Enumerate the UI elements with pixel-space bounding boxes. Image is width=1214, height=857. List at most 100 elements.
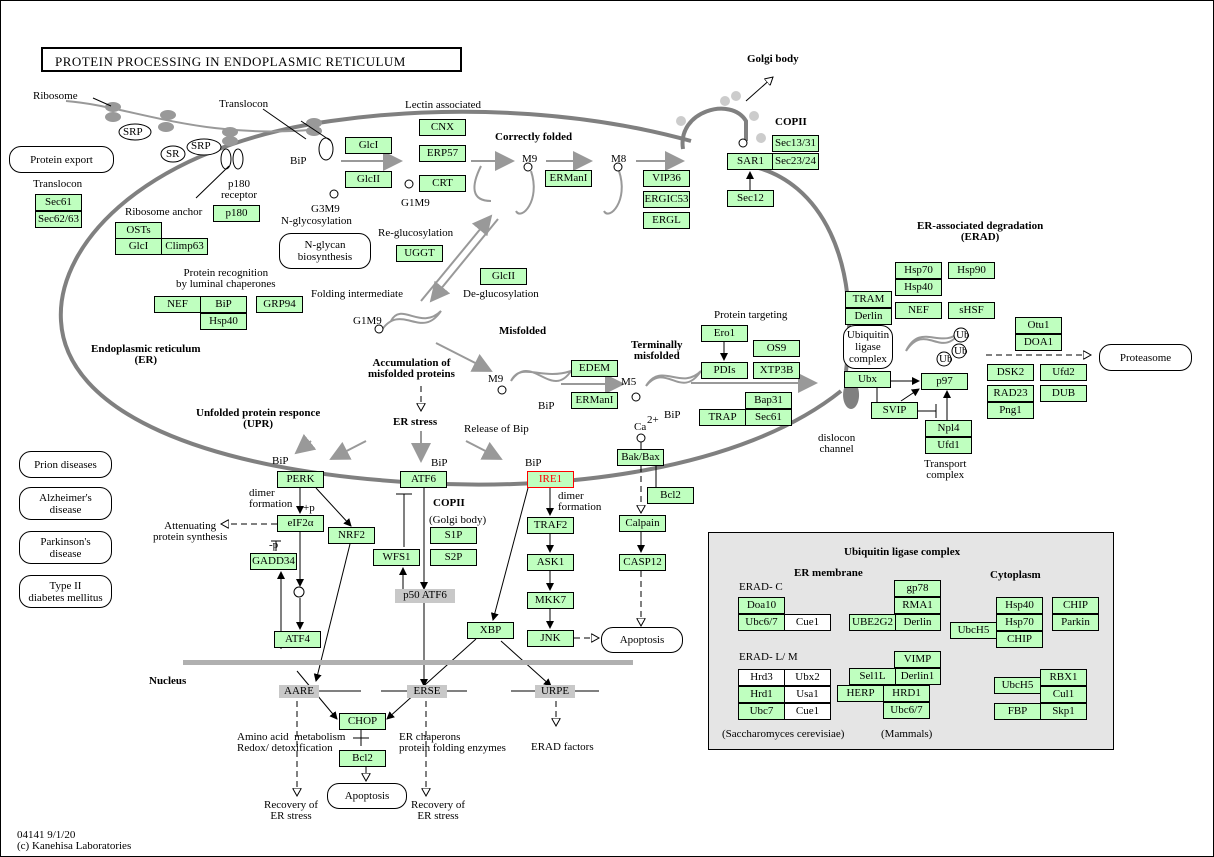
- gene-ubch5-b[interactable]: UbcH5: [994, 677, 1041, 694]
- gene-glcII-b[interactable]: GlcII: [480, 268, 527, 285]
- gene-casp12[interactable]: CASP12: [619, 554, 666, 571]
- gene-rbx1[interactable]: RBX1: [1040, 669, 1087, 686]
- gene-cnx[interactable]: CNX: [419, 119, 466, 136]
- map-ubiquitin-ligase[interactable]: Ubiquitin ligase complex: [843, 325, 893, 369]
- gene-fbp[interactable]: FBP: [994, 703, 1041, 720]
- gene-nrf2[interactable]: NRF2: [328, 527, 375, 544]
- gene-ergic53[interactable]: ERGIC53: [643, 191, 690, 208]
- gene-gp78[interactable]: gp78: [894, 580, 941, 597]
- node-erse[interactable]: ERSE: [407, 685, 447, 698]
- gene-wfs1[interactable]: WFS1: [373, 549, 420, 566]
- gene-parkin[interactable]: Parkin: [1052, 614, 1099, 631]
- gene-hrd3[interactable]: Hrd3: [738, 669, 785, 686]
- gene-doa1[interactable]: DOA1: [1015, 334, 1062, 351]
- gene-hsp40-b[interactable]: Hsp40: [895, 279, 942, 296]
- gene-bip[interactable]: BiP: [200, 296, 247, 313]
- gene-ubc67-b[interactable]: Ubc6/7: [883, 702, 930, 719]
- map-apoptosis-a[interactable]: Apoptosis: [601, 627, 683, 653]
- gene-calpain[interactable]: Calpain: [619, 515, 666, 532]
- gene-atf6[interactable]: ATF6: [400, 471, 447, 488]
- gene-sec61-b[interactable]: Sec61: [745, 409, 792, 426]
- gene-atf4[interactable]: ATF4: [274, 631, 321, 648]
- gene-mkk7[interactable]: MKK7: [527, 592, 574, 609]
- gene-sec61[interactable]: Sec61: [35, 194, 82, 211]
- gene-rma1[interactable]: RMA1: [894, 597, 941, 614]
- gene-shsf[interactable]: sHSF: [948, 302, 995, 319]
- gene-ergl[interactable]: ERGL: [643, 212, 690, 229]
- gene-ubch5-a[interactable]: UbcH5: [950, 622, 997, 639]
- gene-ufd2[interactable]: Ufd2: [1040, 364, 1087, 381]
- gene-uggt[interactable]: UGGT: [396, 245, 443, 262]
- gene-glcII-a[interactable]: GlcII: [345, 171, 392, 188]
- gene-chip-b[interactable]: CHIP: [1052, 597, 1099, 614]
- map-protein-export[interactable]: Protein export: [9, 146, 114, 173]
- gene-ube2g2[interactable]: UBE2G2: [849, 614, 896, 631]
- gene-usa1[interactable]: Usa1: [784, 686, 831, 703]
- gene-bakbax[interactable]: Bak/Bax: [617, 449, 664, 466]
- gene-rad23[interactable]: RAD23: [987, 385, 1034, 402]
- gene-ire1[interactable]: IRE1: [527, 471, 574, 488]
- gene-ubx[interactable]: Ubx: [844, 371, 891, 388]
- gene-p97[interactable]: p97: [921, 373, 968, 390]
- gene-derlin-a[interactable]: Derlin: [845, 308, 892, 325]
- gene-climp63[interactable]: Climp63: [161, 238, 208, 255]
- gene-bcl2-a[interactable]: Bcl2: [647, 487, 694, 504]
- gene-otu1[interactable]: Otu1: [1015, 317, 1062, 334]
- gene-sec23-24[interactable]: Sec23/24: [772, 153, 819, 170]
- gene-sel1l[interactable]: Sel1L: [849, 668, 896, 685]
- gene-gadd34[interactable]: GADD34: [250, 553, 297, 570]
- map-apoptosis-b[interactable]: Apoptosis: [327, 783, 407, 809]
- gene-hsp70-a[interactable]: Hsp70: [895, 262, 942, 279]
- gene-ermanI-a[interactable]: ERManI: [545, 170, 592, 187]
- gene-ubx2[interactable]: Ubx2: [784, 669, 831, 686]
- gene-cul1[interactable]: Cul1: [1040, 686, 1087, 703]
- gene-skp1[interactable]: Skp1: [1040, 703, 1087, 720]
- gene-crt[interactable]: CRT: [419, 175, 466, 192]
- gene-sec62-63[interactable]: Sec62/63: [35, 211, 82, 228]
- gene-nef-b[interactable]: NEF: [895, 302, 942, 319]
- gene-perk[interactable]: PERK: [277, 471, 324, 488]
- gene-sec12[interactable]: Sec12: [727, 190, 774, 207]
- gene-cue1-a[interactable]: Cue1: [784, 614, 831, 631]
- gene-ubc7[interactable]: Ubc7: [738, 703, 785, 720]
- gene-cue1-b[interactable]: Cue1: [784, 703, 831, 720]
- gene-hsp90[interactable]: Hsp90: [948, 262, 995, 279]
- node-aare[interactable]: AARE: [279, 685, 319, 698]
- gene-vip36[interactable]: VIP36: [643, 170, 690, 187]
- gene-tram[interactable]: TRAM: [845, 291, 892, 308]
- gene-p180[interactable]: p180: [213, 205, 260, 222]
- gene-derlin1[interactable]: Derlin1: [894, 668, 941, 685]
- gene-eif2a[interactable]: eIF2α: [277, 515, 324, 532]
- gene-svip[interactable]: SVIP: [871, 402, 918, 419]
- gene-glcI-a[interactable]: GlcI: [115, 238, 162, 255]
- gene-vimp[interactable]: VIMP: [894, 651, 941, 668]
- map-prion[interactable]: Prion diseases: [19, 451, 112, 478]
- gene-os9[interactable]: OS9: [753, 340, 800, 357]
- gene-hsp40-c[interactable]: Hsp40: [996, 597, 1043, 614]
- gene-s2p[interactable]: S2P: [430, 549, 477, 566]
- gene-xtp3b[interactable]: XTP3B: [753, 362, 800, 379]
- map-parkinson[interactable]: Parkinson's disease: [19, 531, 112, 564]
- gene-npl4[interactable]: Npl4: [925, 420, 972, 437]
- map-proteasome[interactable]: Proteasome: [1099, 344, 1192, 371]
- gene-dsk2[interactable]: DSK2: [987, 364, 1034, 381]
- gene-trap[interactable]: TRAP: [699, 409, 746, 426]
- gene-ubc67-a[interactable]: Ubc6/7: [738, 614, 785, 631]
- gene-chop[interactable]: CHOP: [339, 713, 386, 730]
- gene-sec13-31[interactable]: Sec13/31: [772, 135, 819, 152]
- gene-osts[interactable]: OSTs: [115, 222, 162, 239]
- gene-s1p[interactable]: S1P: [430, 527, 477, 544]
- gene-ask1[interactable]: ASK1: [527, 554, 574, 571]
- gene-derlin-b[interactable]: Derlin: [894, 614, 941, 631]
- node-p50atf6[interactable]: p50 ATF6: [395, 589, 455, 603]
- map-alzheimer[interactable]: Alzheimer's disease: [19, 487, 112, 520]
- gene-hrd1-a[interactable]: Hrd1: [738, 686, 785, 703]
- gene-hsp40-a[interactable]: Hsp40: [200, 313, 247, 330]
- gene-ermanI-b[interactable]: ERManI: [571, 392, 618, 409]
- map-nglycan[interactable]: N-glycan biosynthesis: [279, 233, 371, 269]
- gene-hsp70-b[interactable]: Hsp70: [996, 614, 1043, 631]
- gene-pdis[interactable]: PDIs: [701, 362, 748, 379]
- gene-ufd1[interactable]: Ufd1: [925, 437, 972, 454]
- gene-jnk[interactable]: JNK: [527, 630, 574, 647]
- gene-herp[interactable]: HERP: [837, 685, 884, 702]
